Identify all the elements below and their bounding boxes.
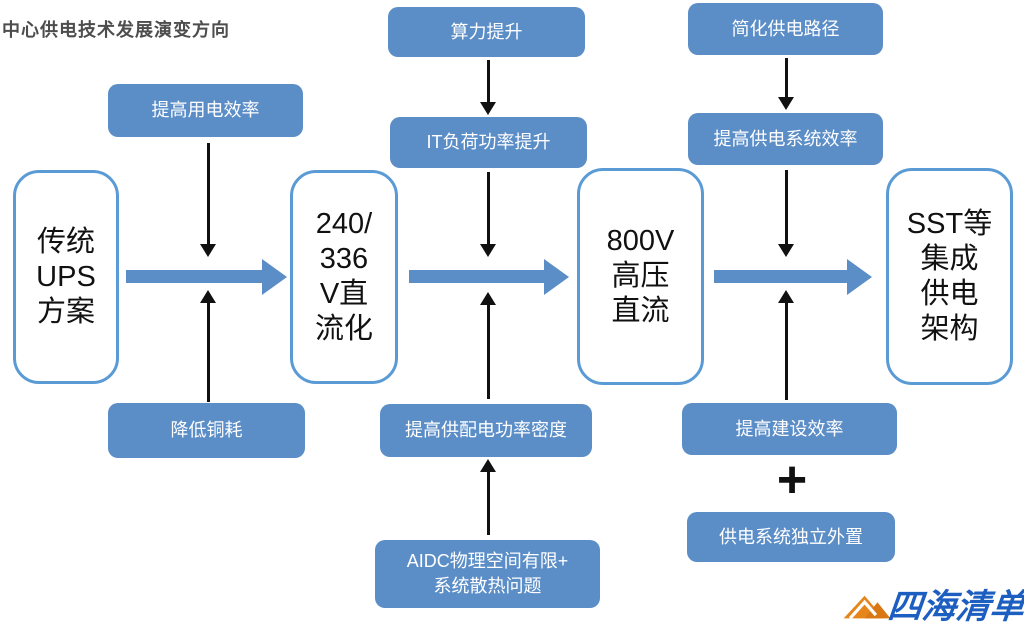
arrow-down-icon xyxy=(480,172,496,257)
flow-arrow-head xyxy=(847,258,872,295)
label-improve-power-usage-efficiency: 提高用电效率 xyxy=(108,84,303,137)
arrow-shaft xyxy=(784,58,788,97)
flow-arrow-head xyxy=(544,258,569,295)
arrow-up-icon xyxy=(480,459,496,535)
flow-arrow-3-icon xyxy=(714,258,872,295)
arrow-shaft xyxy=(206,303,210,402)
label-improve-construction-efficiency: 提高建设效率 xyxy=(682,403,897,455)
arrow-head xyxy=(778,244,794,257)
arrow-shaft xyxy=(206,143,210,244)
stage-800v-hvdc: 800V 高压 直流 xyxy=(577,168,704,385)
arrow-head xyxy=(200,290,216,303)
flow-arrow-2-icon xyxy=(409,258,569,295)
label-computing-power-increase: 算力提升 xyxy=(388,7,585,57)
arrow-shaft xyxy=(486,60,490,102)
arrow-head xyxy=(778,290,794,303)
arrow-down-icon xyxy=(480,60,496,115)
arrow-down-icon xyxy=(200,143,216,257)
flow-arrow-shaft xyxy=(409,270,544,283)
arrow-shaft xyxy=(486,472,490,535)
label-reduce-copper-loss: 降低铜耗 xyxy=(108,403,305,458)
arrow-head xyxy=(480,244,496,257)
label-improve-power-distribution-density: 提高供配电功率密度 xyxy=(380,404,592,457)
watermark-text: 四海清单 xyxy=(885,587,1024,627)
stage-240-336v-dc: 240/ 336 V直 流化 xyxy=(290,170,398,384)
flow-arrow-shaft xyxy=(714,270,847,283)
arrow-up-icon xyxy=(200,290,216,402)
arrow-up-icon xyxy=(480,292,496,399)
arrow-shaft xyxy=(486,305,490,399)
stage-traditional-ups: 传统 UPS 方案 xyxy=(13,170,119,384)
label-independent-external-power-system: 供电系统独立外置 xyxy=(687,512,895,562)
mountain-logo-icon xyxy=(843,595,891,620)
arrow-head xyxy=(480,459,496,472)
arrow-shaft xyxy=(486,172,490,244)
label-improve-power-system-efficiency: 提高供电系统效率 xyxy=(688,113,883,165)
arrow-head xyxy=(480,292,496,305)
label-aidc-space-heat: AIDC物理空间有限+ 系统散热问题 xyxy=(375,540,600,608)
flow-arrow-1-icon xyxy=(126,258,287,295)
flow-arrow-head xyxy=(262,258,287,295)
arrow-head xyxy=(200,244,216,257)
label-simplify-power-path: 简化供电路径 xyxy=(688,3,883,55)
stage-sst-integrated: SST等 集成 供电 架构 xyxy=(886,168,1013,385)
flow-arrow-shaft xyxy=(126,270,262,283)
diagram-title: 中心供电技术发展演变方向 xyxy=(2,20,230,40)
arrow-head xyxy=(480,102,496,115)
plus-sign: + xyxy=(776,451,808,509)
arrow-down-icon xyxy=(778,58,794,110)
arrow-shaft xyxy=(784,303,788,400)
arrow-down-icon xyxy=(778,170,794,257)
watermark-logo: 四海清单 xyxy=(842,584,1024,627)
label-it-load-power-increase: IT负荷功率提升 xyxy=(390,117,587,168)
arrow-shaft xyxy=(784,170,788,244)
arrow-head xyxy=(778,97,794,110)
arrow-up-icon xyxy=(778,290,794,400)
